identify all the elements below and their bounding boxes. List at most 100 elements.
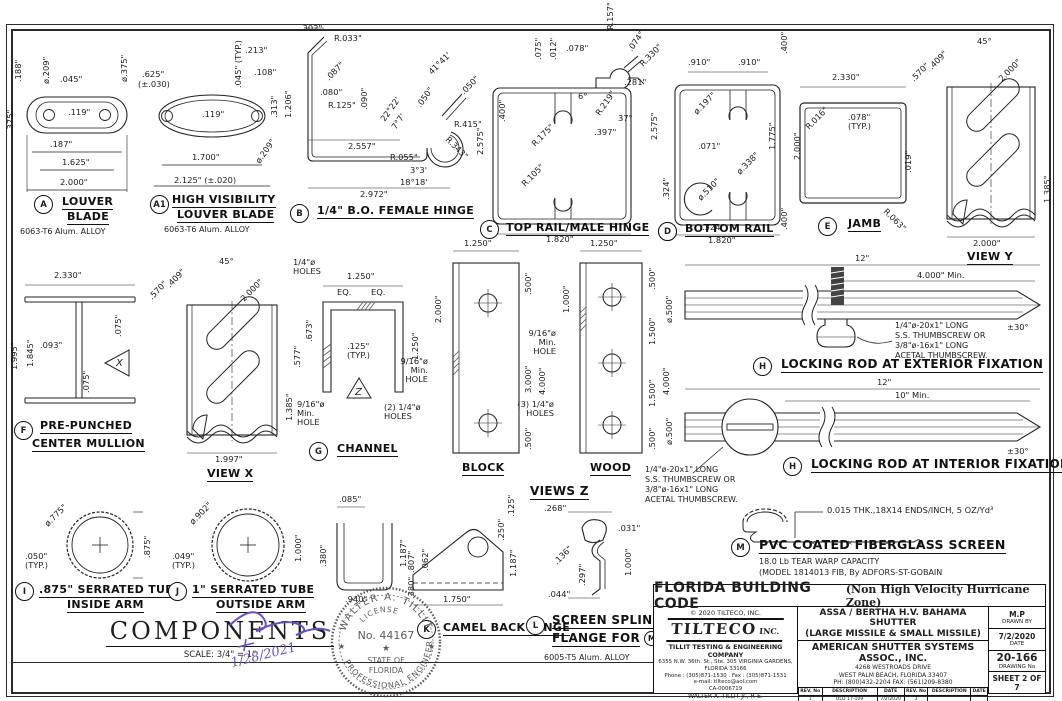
tilteco-logo: TILTECO INC.	[654, 618, 797, 642]
dim-label: 9/16"ø Min. HOLE	[528, 328, 556, 357]
rev-header: DATE	[970, 686, 988, 696]
dim-label: 3°3'	[410, 165, 427, 175]
logo-inc: INC.	[756, 626, 781, 636]
dim-label: 1.820"	[546, 234, 574, 244]
component-center-mullion: X 2.330" .075" .093" 1.845" 1.995" .075"…	[9, 255, 150, 452]
view-z-block: 1.250" .500" 2.000" 9/16"ø Min. HOLE (2)…	[384, 239, 547, 485]
dim-label: 1.385"	[1042, 175, 1052, 203]
dim-label: .045"	[60, 74, 83, 84]
tube-inside-drawing	[66, 511, 143, 579]
view-label: VIEW Y	[967, 250, 1013, 265]
project-title-2: (LARGE MISSILE & SMALL MISSILE)	[805, 628, 981, 639]
component-title: LOUVER BLADE	[177, 208, 275, 223]
sheet-scale: SCALE: 3/4" = 1"	[183, 650, 257, 660]
building-code-subtitle: (Non High Velocity Hurricane Zone)	[845, 582, 1030, 609]
stamp-number: No. 44167	[358, 629, 415, 642]
component-serrated-tube-inside: ø.775" .050" (TYP.) .875" I .875" SERRAT…	[15, 500, 182, 615]
dim-label: .213"	[245, 45, 268, 55]
star-icon: ★	[428, 642, 435, 651]
center-mullion-drawing: X	[24, 284, 136, 404]
component-title: INSIDE ARM	[67, 598, 144, 613]
component-title: 1" SERRATED TUBE	[192, 583, 315, 598]
dim-label: .875"	[142, 535, 152, 558]
dim-label: 1.820"	[708, 235, 736, 245]
dim-label: 4.000" Min.	[917, 270, 965, 280]
dim-label: 1.995"	[9, 342, 19, 370]
dim-label: .673"	[304, 319, 314, 342]
component-badge: B	[290, 204, 309, 223]
dim-label: .075"	[81, 370, 91, 393]
dim-label: 9/16"ø Min. HOLE	[297, 399, 325, 428]
dim-label: (2) 1/4"ø HOLES	[384, 402, 421, 422]
rev-cell	[970, 694, 988, 701]
dim-label: 2.000"	[973, 238, 1001, 248]
dim-label: .031"	[618, 523, 641, 533]
rev-cell: 3	[903, 694, 929, 701]
component-title: TOP RAIL/MALE HINGE	[506, 221, 650, 236]
dim-label: .090"	[359, 87, 369, 110]
channel-drawing: Z	[322, 285, 404, 399]
dim-label: 1.000"	[293, 534, 303, 562]
dim-label: 1.206"	[283, 90, 293, 118]
component-title: .875" SERRATED TUBE	[39, 583, 182, 598]
dim-label: 2.330"	[832, 72, 860, 82]
dim-label: 1.775"	[767, 122, 777, 150]
dim-label: 1.250"	[464, 238, 492, 248]
component-title: OUTSIDE ARM	[216, 598, 306, 613]
component-jamb: 2.330" R.016" .078" (TYP.) .019" R.063" …	[790, 45, 920, 240]
component-title: 1/4" B.O. FEMALE HINGE	[317, 204, 475, 219]
screen-spec: 0.015 THK.,18X14 ENDS/INCH, 5 OZ/Yd³	[827, 505, 994, 515]
component-title: CENTER MULLION	[32, 437, 145, 452]
dim-label: 10" Min.	[895, 390, 930, 400]
component-title: BLADE	[67, 210, 110, 225]
dim-label: .093"	[40, 340, 63, 350]
component-serrated-tube-outside: ø.902" .049" (TYP.) 1.000" J 1" SERRATED…	[168, 500, 316, 615]
pvc-screen-drawing: ××××	[742, 508, 921, 547]
views-z-label: VIEWS Z	[530, 484, 589, 500]
component-badge: K	[417, 620, 436, 639]
top-rail-drawing	[492, 55, 645, 235]
component-locking-rod-exterior: 12" 4.000" Min. ø.500" ±30° 1/4"ø-20x1" …	[655, 254, 1055, 380]
dim-label: .302"	[300, 23, 323, 33]
dim-label: ø.375"	[119, 54, 129, 82]
dim-label: .910"	[738, 57, 761, 67]
company-phone: Phone : (305)871-1530 . Fax : (305)871-1…	[664, 672, 787, 679]
component-bottom-rail: .910" .910" .400" ø.197" 2.575" .071" 1.…	[649, 30, 802, 245]
component-badge: D	[658, 222, 677, 241]
screen-spline-drawing	[568, 511, 612, 599]
star-icon: ★	[382, 644, 390, 654]
view-y: .570" .409" 45° 2.000" 1.385" 2.000" VIE…	[905, 25, 1055, 265]
dim-label: 9/16"ø Min. HOLE	[400, 356, 428, 385]
view-x-drawing	[186, 296, 278, 454]
dim-label: 1.385"	[284, 393, 294, 421]
tube-outside-drawing	[211, 508, 285, 582]
dim-label: .125" (TYP.)	[347, 341, 370, 361]
female-hinge-drawing	[304, 27, 467, 189]
stamp-drawing: WALTER A. TILLIT LICENSE No. 44167 ★ STA…	[229, 586, 442, 698]
locking-rod-ext-drawing	[684, 264, 1042, 348]
dim-label: .125"	[506, 494, 516, 517]
component-hv-louver-blade: .625" (±.030) .045" (TYP.) .213" .108" .…	[138, 40, 282, 240]
component-badge: H	[753, 357, 772, 376]
rev-header: REV. No	[903, 686, 929, 696]
dim-label: 2.575"	[649, 112, 659, 140]
dim-label: 1/4"ø HOLES	[293, 257, 321, 277]
dim-label: 1.625"	[62, 157, 90, 167]
locking-rod-int-drawing	[684, 388, 1042, 474]
dim-label: .062"	[420, 548, 430, 571]
dim-label: .119"	[68, 107, 91, 117]
component-badge: A	[34, 195, 53, 214]
revision-table: REV. No DESCRIPTION DATE REV. No DESCRIP…	[798, 686, 988, 701]
rev-cell: 1	[798, 694, 823, 701]
dim-label: .500"	[523, 427, 533, 450]
drawing-number-value: 20-166	[996, 651, 1038, 664]
project-block: ASSA / BERTHA H.V. BAHAMA SHUTTER (LARGE…	[798, 607, 989, 701]
dim-label: 1.000"	[561, 285, 571, 313]
component-title: PRE-PUNCHED	[40, 419, 133, 434]
dim-label: .250"	[496, 518, 506, 541]
screen-model-note: (MODEL 1814013 FIB, By ADFORS-ST-GOBAIN	[759, 568, 943, 577]
client-address-1: 4268 WESTROADS DRIVE	[854, 664, 932, 672]
louver-blade-drawing	[26, 96, 128, 192]
